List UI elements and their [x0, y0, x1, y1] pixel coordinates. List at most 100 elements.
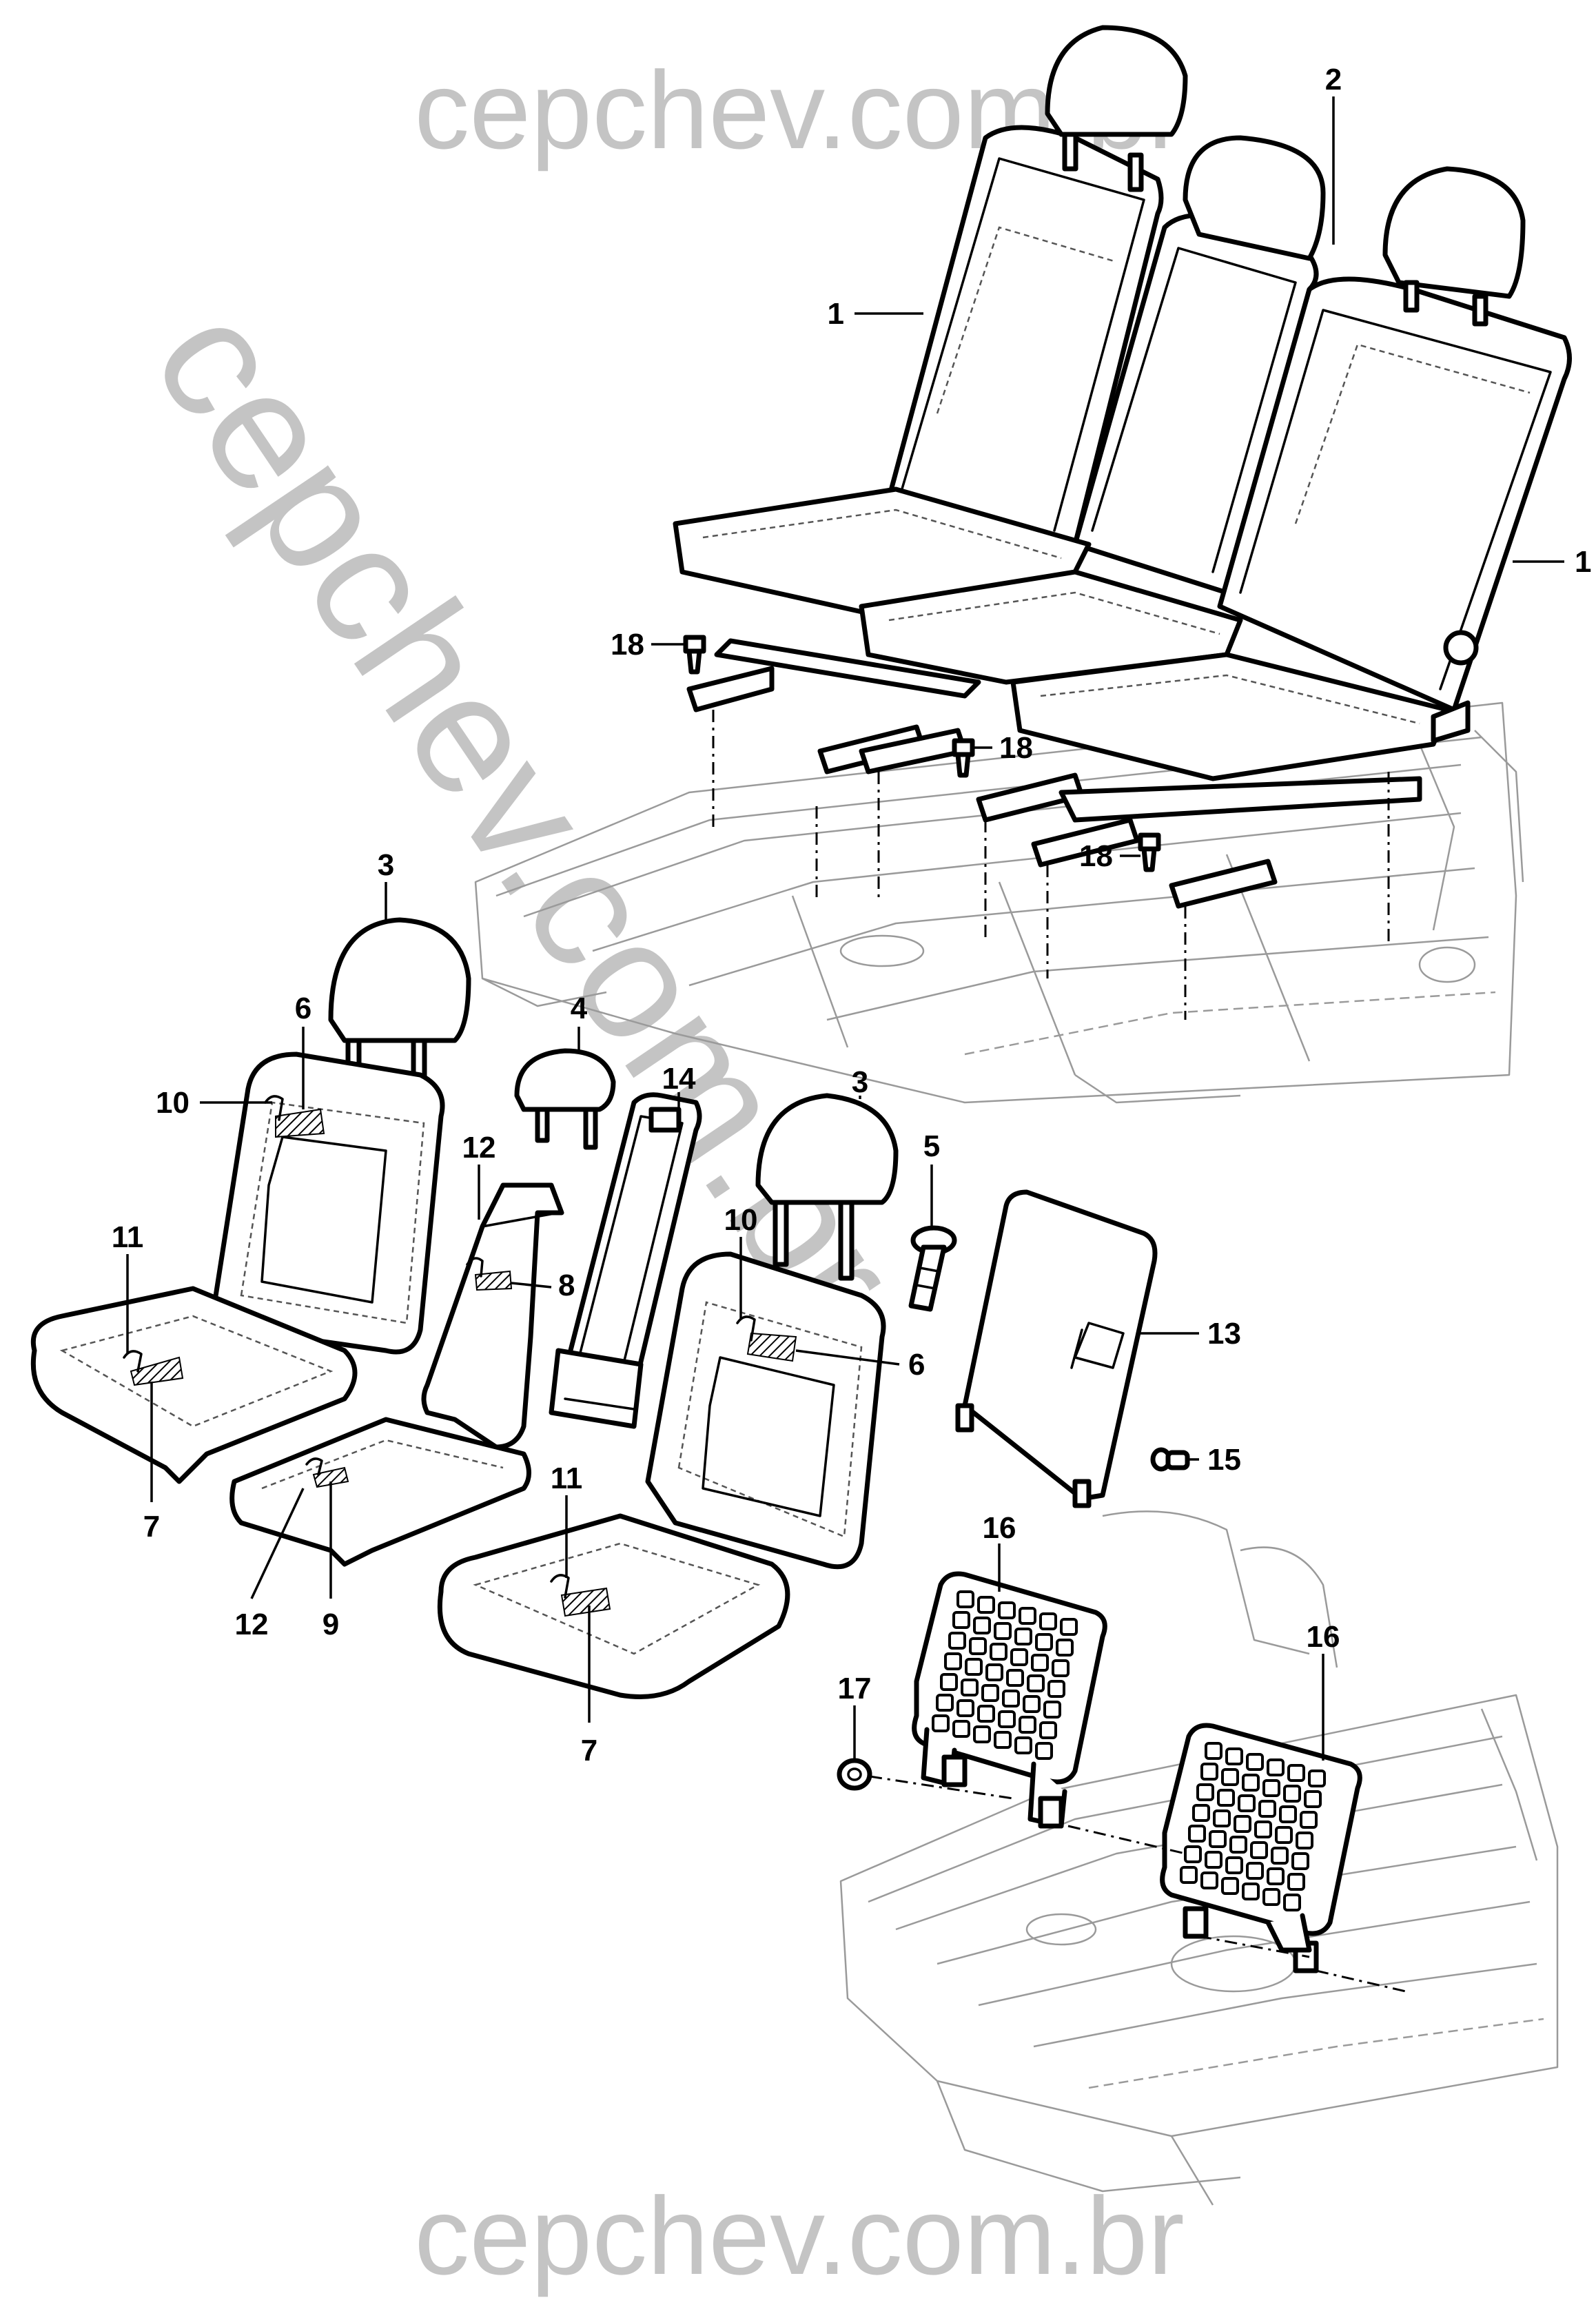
frame-grid-cell — [956, 1590, 974, 1608]
frame-grid-cell — [1019, 1607, 1036, 1625]
frame-grid-cell — [1209, 1830, 1227, 1848]
frame-grid-cell — [952, 1720, 970, 1738]
frame-grid-cell — [1027, 1674, 1045, 1692]
callout-6-backrest-pad-left: 6 — [295, 992, 311, 1025]
frame-grid-cell — [1023, 1695, 1041, 1713]
frame-grid-cell — [1205, 1851, 1222, 1869]
callout-18-bolt-c: 18 — [1079, 839, 1113, 873]
frame-grid-cell — [1308, 1770, 1326, 1787]
callout-7-cushion-right: 7 — [581, 1734, 597, 1767]
mounting-lines-upper — [712, 710, 1390, 1020]
frame-grid-cell — [1035, 1742, 1053, 1760]
callout-17-nut: 17 — [838, 1672, 872, 1705]
frame-grid-cell — [1196, 1783, 1214, 1801]
tag-label-center-backrest — [474, 1270, 513, 1291]
frame-grid-cell — [1304, 1790, 1322, 1808]
frame-grid-cell — [1262, 1779, 1280, 1797]
callout-16-frame-left: 16 — [983, 1511, 1016, 1545]
frame-grid-cell — [1213, 1809, 1231, 1827]
seat-rails — [686, 638, 1422, 909]
frame-grid-cell — [1275, 1826, 1293, 1844]
seat-cushion-right — [437, 1513, 790, 1699]
frame-grid-cell — [1217, 1789, 1235, 1807]
frame-grid-cell — [956, 1699, 974, 1717]
frame-grid-cell — [1246, 1753, 1264, 1771]
frame-grid-cell — [1242, 1883, 1260, 1900]
frame-grid-cell — [1014, 1628, 1032, 1645]
frame-grid-cell — [944, 1652, 962, 1670]
nut-17 — [837, 1758, 872, 1791]
tag-label-center-cushion — [312, 1466, 349, 1488]
callout-9-center-cushion: 9 — [323, 1608, 339, 1641]
callout-13-rear-panel: 13 — [1207, 1317, 1241, 1351]
callout-10-tag-right: 10 — [724, 1203, 758, 1237]
callout-16-frame-right: 16 — [1307, 1620, 1340, 1654]
frame-grid-cell — [940, 1673, 958, 1691]
callout-12-center-backrest: 12 — [462, 1131, 496, 1165]
mounting-lines-lower — [869, 1775, 1406, 1993]
frame-grid-cell — [998, 1601, 1016, 1619]
frame-grid-cell — [1010, 1648, 1028, 1666]
frame-grid-cell — [936, 1694, 954, 1712]
frame-grid-cell — [1056, 1639, 1074, 1657]
frame-grid-cell — [932, 1714, 950, 1732]
frame-grid-cell — [973, 1617, 991, 1634]
frame-grid-cell — [1283, 1785, 1301, 1803]
bolt-18-a — [683, 635, 706, 675]
callout-5-pin: 5 — [923, 1129, 940, 1163]
frame-grid-cell — [1246, 1862, 1264, 1880]
frame-grid-cell — [994, 1622, 1012, 1640]
center-armrest-panel-14 — [549, 1092, 702, 1429]
frame-grid-cell — [1296, 1832, 1313, 1849]
left-headrest — [1045, 25, 1188, 137]
frame-grid-cell — [1002, 1690, 1020, 1707]
frame-grid-cell — [969, 1637, 987, 1655]
clip-15 — [1150, 1447, 1190, 1472]
frame-grid-cell — [1200, 1763, 1218, 1781]
frame-grid-cell — [1254, 1820, 1272, 1838]
right-seat-cushion — [1010, 652, 1450, 781]
callout-18-bolt-b: 18 — [999, 731, 1033, 765]
frame-grid-cell — [1225, 1747, 1243, 1765]
frame-grid-cell — [1250, 1841, 1268, 1859]
headrest-3-right — [755, 1093, 899, 1205]
callouts: 1 1 2 3 3 4 5 6 6 7 7 8 9 — [112, 63, 1592, 1767]
frame-grid-cell — [965, 1658, 983, 1676]
tag-label-right-cushion — [560, 1587, 611, 1617]
left-seat-exploded — [30, 917, 471, 1484]
frame-grid-cell — [977, 1596, 995, 1614]
frame-grid-cell — [973, 1725, 991, 1743]
vehicle-floor-lower — [839, 1510, 1559, 2206]
frame-grid-cell — [1006, 1669, 1024, 1687]
bolt-18-b — [952, 738, 975, 778]
frame-grid-cell — [1287, 1764, 1305, 1782]
frame-grid-cell — [1238, 1794, 1256, 1812]
frame-grid-cell — [948, 1632, 966, 1650]
pin-5 — [908, 1225, 957, 1312]
frame-grid-cell — [998, 1710, 1016, 1728]
frame-grid-cell — [1300, 1811, 1318, 1829]
headrest-3-left — [328, 917, 471, 1043]
frame-grid-cell — [1267, 1867, 1285, 1885]
callout-2-center-backrest: 2 — [1325, 63, 1342, 96]
frame-grid-cell — [977, 1705, 995, 1723]
callout-3-headrest-right: 3 — [852, 1065, 868, 1099]
frame-grid-cell — [1258, 1800, 1276, 1818]
frame-grid-cell — [1184, 1845, 1202, 1863]
frame-grid-cell — [1229, 1836, 1247, 1854]
tag-label-left-cushion — [130, 1356, 184, 1386]
frame-grid-cell — [1242, 1774, 1260, 1792]
callout-1-backrest-left: 1 — [828, 297, 844, 331]
center-headrest — [1183, 135, 1326, 261]
callout-15-clip: 15 — [1207, 1443, 1241, 1477]
right-seat-exploded — [437, 1093, 899, 1699]
frame-grid-cell — [1031, 1654, 1049, 1672]
rear-bench-seat-assembly — [673, 25, 1572, 909]
callout-7-cushion-left: 7 — [143, 1510, 160, 1543]
tag-label-left-backrest — [275, 1108, 325, 1138]
callout-11-tag-right: 11 — [551, 1461, 583, 1495]
callout-14-armrest-panel: 14 — [662, 1062, 696, 1096]
frame-grid-cell — [1043, 1701, 1061, 1719]
frame-grid-cell — [981, 1684, 999, 1702]
